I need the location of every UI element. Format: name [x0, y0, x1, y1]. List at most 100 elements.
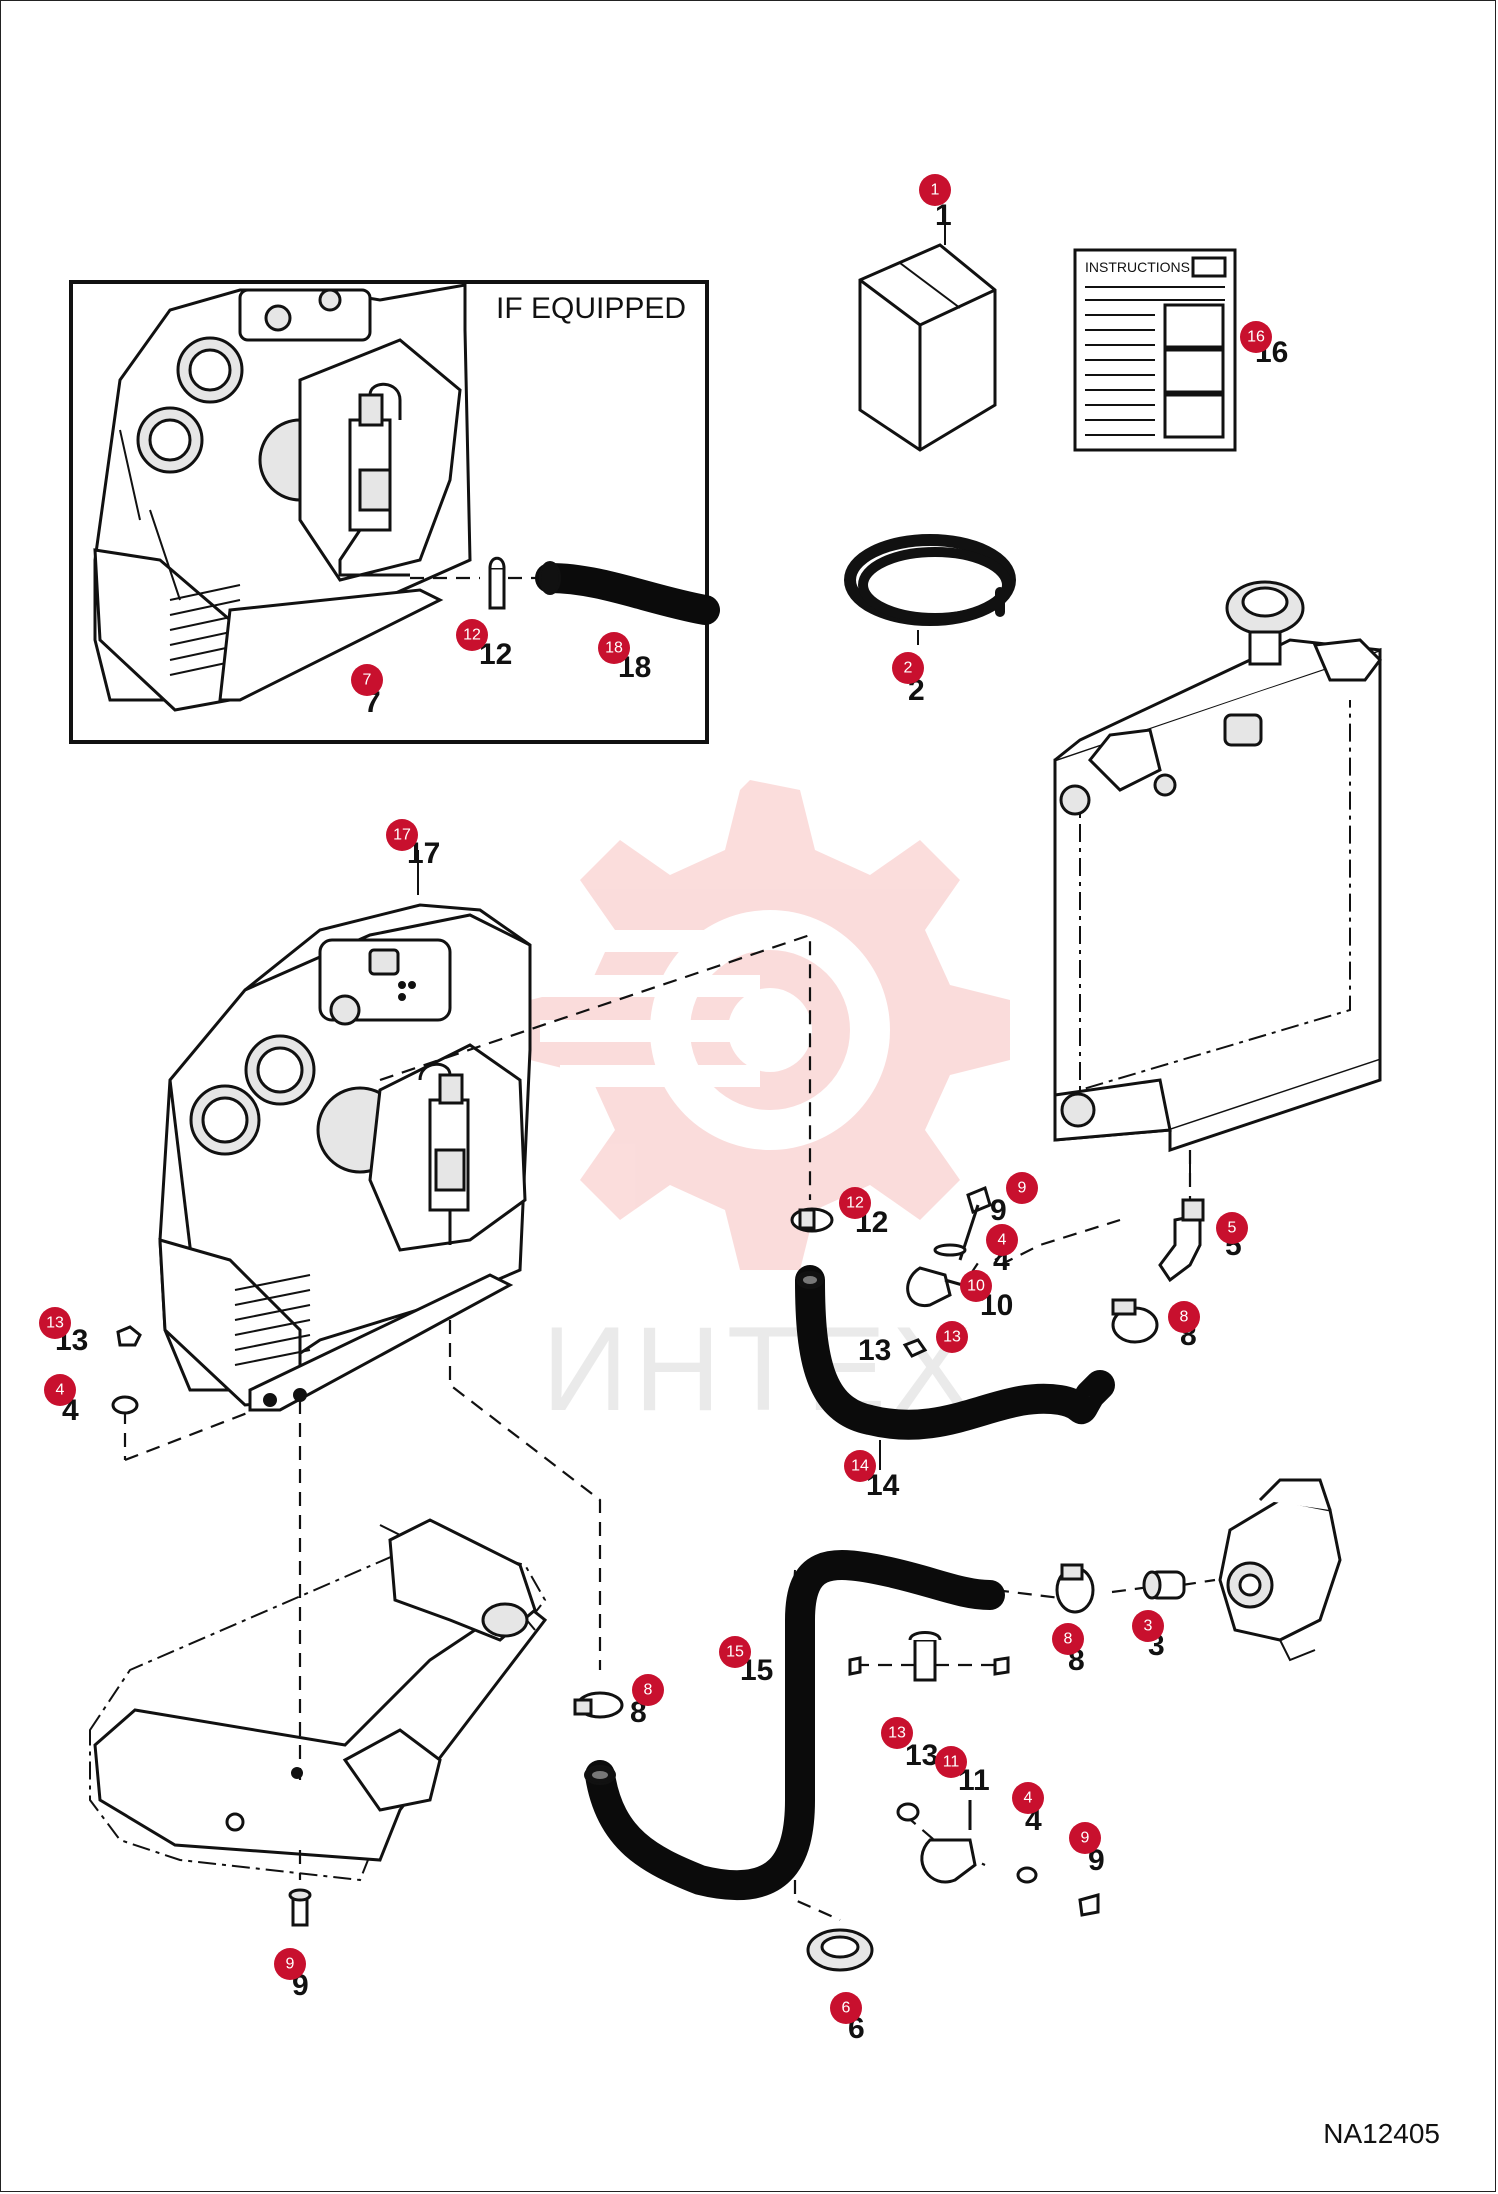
svg-text:15: 15 — [726, 1644, 744, 1661]
callout-badge-11[interactable]: 11 — [935, 1746, 967, 1778]
svg-text:18: 18 — [605, 640, 623, 657]
svg-text:16: 16 — [1247, 329, 1265, 346]
callout-badge-18[interactable]: 18 — [598, 632, 630, 664]
callout-badge-9-right[interactable]: 9 — [1069, 1822, 1101, 1854]
svg-text:9: 9 — [286, 1956, 295, 1973]
svg-text:8: 8 — [644, 1682, 653, 1699]
svg-text:1: 1 — [931, 182, 940, 199]
inset-if-equipped: IF EQUIPPED — [69, 280, 720, 744]
main-water-valve — [418, 1062, 470, 1245]
callout-badge-7[interactable]: 7 — [351, 664, 383, 696]
assembly-leaders — [123, 933, 1216, 1922]
svg-text:4: 4 — [998, 1232, 1007, 1249]
instructions-sheet: INSTRUCTIONS — [1073, 248, 1237, 452]
main-vent-louvers — [234, 1274, 311, 1366]
washer-4-upper — [933, 1243, 967, 1257]
washer-4-left — [111, 1395, 139, 1415]
hose-clamp-8-right — [1055, 1563, 1095, 1614]
callout-badge-15[interactable]: 15 — [719, 1636, 751, 1668]
svg-text:13: 13 — [943, 1329, 961, 1346]
svg-text:6: 6 — [842, 2000, 851, 2017]
callout-badge-9-bottom[interactable]: 9 — [274, 1948, 306, 1980]
water-pump-housing — [1218, 1478, 1342, 1662]
svg-text:12: 12 — [846, 1195, 864, 1212]
instructions-title: INSTRUCTIONS — [1085, 259, 1190, 275]
inset-hose-18 — [535, 561, 720, 625]
svg-text:13: 13 — [888, 1725, 906, 1742]
callout-badge-8-left[interactable]: 8 — [632, 1674, 664, 1706]
bolt-9-bottom — [288, 1888, 312, 1927]
nut-13-left — [116, 1325, 142, 1347]
callout-badge-4-left[interactable]: 4 — [44, 1374, 76, 1406]
callout-badge-12[interactable]: 12 — [839, 1187, 871, 1219]
callout-badge-6[interactable]: 6 — [830, 1992, 862, 2024]
hose-15 — [584, 1550, 1005, 1901]
callout-badge-2[interactable]: 2 — [892, 652, 924, 684]
callout-badge-17[interactable]: 17 — [386, 819, 418, 851]
callout-badge-16[interactable]: 16 — [1240, 321, 1272, 353]
radiator-cap — [1225, 580, 1305, 666]
callout-badge-10[interactable]: 10 — [960, 1270, 992, 1302]
callout-badge-13-lower[interactable]: 13 — [881, 1717, 913, 1749]
watermark-gear-logo — [500, 780, 1010, 1270]
svg-text:12: 12 — [463, 627, 481, 644]
inset-label: IF EQUIPPED — [496, 292, 686, 325]
svg-text:2: 2 — [904, 660, 913, 677]
hose-14 — [795, 1265, 1115, 1470]
inset-heater-unit — [93, 283, 472, 712]
part-number-13-upper: 13 — [858, 1334, 891, 1367]
inset-vent-louvers — [169, 584, 241, 676]
svg-text:14: 14 — [851, 1458, 869, 1475]
callout-badge-13-left[interactable]: 13 — [39, 1307, 71, 1339]
callout-badges: 1 2 16 12 18 7 17 12 9 4 10 13 5 8 13 4 … — [39, 174, 1272, 2024]
callout-badge-8-upper[interactable]: 8 — [1168, 1301, 1200, 1333]
svg-text:4: 4 — [56, 1382, 65, 1399]
hose-clamp-8-left — [573, 1691, 624, 1719]
kit-box — [858, 205, 997, 452]
floor-plate — [89, 1518, 548, 1882]
hose-clamp-8-upper — [1111, 1298, 1159, 1344]
svg-text:7: 7 — [363, 672, 372, 689]
svg-text:8: 8 — [1064, 1631, 1073, 1648]
elbow-fitting-5 — [1158, 1198, 1205, 1283]
callout-badge-1[interactable]: 1 — [919, 174, 951, 206]
callout-badge-12-inset[interactable]: 12 — [456, 619, 488, 651]
callout-badge-9-upper[interactable]: 9 — [1006, 1172, 1038, 1204]
callout-badge-8-right[interactable]: 8 — [1052, 1623, 1084, 1655]
adapter-3 — [1142, 1570, 1186, 1600]
svg-text:5: 5 — [1228, 1220, 1237, 1237]
svg-text:3: 3 — [1144, 1618, 1153, 1635]
clamp-12 — [790, 1207, 834, 1233]
callout-badge-14[interactable]: 14 — [844, 1450, 876, 1482]
callout-badge-3[interactable]: 3 — [1132, 1610, 1164, 1642]
figure-code: NA12405 — [1323, 2118, 1440, 2149]
grommet-6 — [806, 1928, 874, 1972]
callout-badge-5[interactable]: 5 — [1216, 1212, 1248, 1244]
svg-text:17: 17 — [393, 827, 411, 844]
part-number-1: 1 — [935, 199, 952, 232]
svg-text:4: 4 — [1024, 1790, 1033, 1807]
callout-badge-4-upper[interactable]: 4 — [986, 1224, 1018, 1256]
svg-text:11: 11 — [943, 1754, 960, 1771]
svg-text:10: 10 — [967, 1278, 985, 1295]
radiator — [1053, 580, 1382, 1180]
part-number-13-lower: 13 — [905, 1739, 938, 1772]
inset-water-valve — [338, 382, 410, 577]
nut-13-upper — [902, 1338, 928, 1358]
washer-13-lower — [896, 1802, 920, 1822]
svg-text:13: 13 — [46, 1315, 64, 1332]
hose-coil — [844, 534, 1016, 645]
callout-badge-13-upper[interactable]: 13 — [936, 1321, 968, 1353]
svg-text:8: 8 — [1180, 1309, 1189, 1326]
svg-text:9: 9 — [1018, 1180, 1027, 1197]
p-clamp-11 — [920, 1800, 977, 1884]
heater-unit-main — [158, 850, 532, 1412]
washer-4-lower — [1016, 1866, 1038, 1884]
callout-badge-4-lower[interactable]: 4 — [1012, 1782, 1044, 1814]
svg-text:9: 9 — [1081, 1830, 1090, 1847]
part-number-9-upper: 9 — [990, 1194, 1007, 1227]
strap-bracket — [848, 1631, 1010, 1682]
bolt-9-lower-right — [1078, 1893, 1100, 1917]
